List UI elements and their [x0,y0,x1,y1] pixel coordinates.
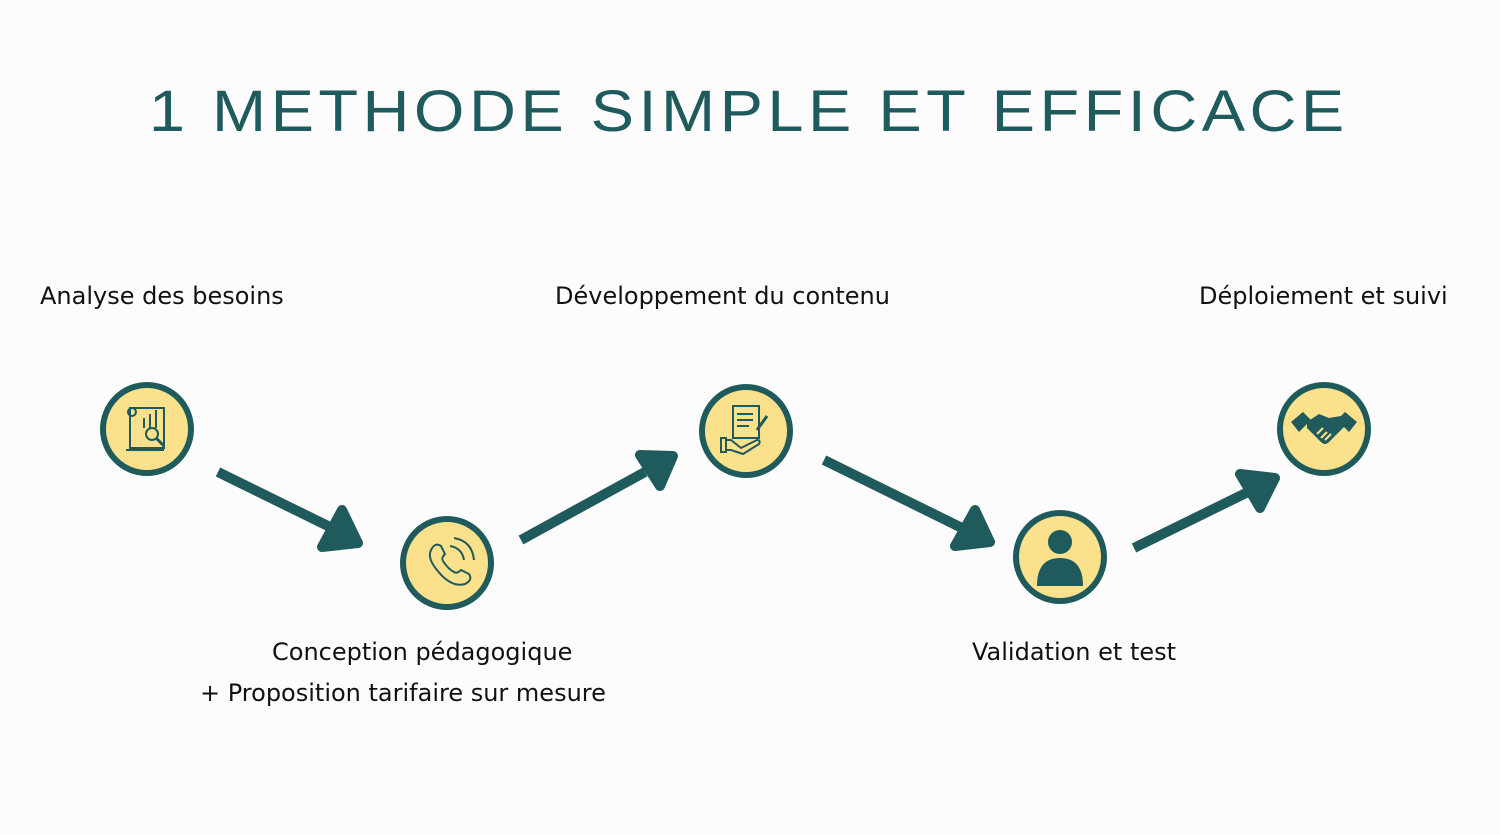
arrow-2 [518,450,678,545]
step-label-validation: Validation et test [972,638,1177,666]
step-label-analyse: Analyse des besoins [40,282,284,310]
arrow-4 [1131,469,1280,553]
phone-icon [400,516,494,610]
document-hand-icon [699,384,793,478]
user-icon [1013,510,1107,604]
page-title: 1 METHODE SIMPLE ET EFFICACE [148,79,1349,144]
step-label-deploiement: Déploiement et suivi [1199,282,1448,310]
arrow-3 [821,455,995,551]
step-label-proposition: + Proposition tarifaire sur mesure [200,679,606,707]
arrow-1 [215,467,363,552]
handshake-icon [1277,382,1371,476]
document-analysis-icon [100,382,194,476]
step-label-conception: Conception pédagogique [272,638,573,666]
step-label-developpement: Développement du contenu [555,282,890,310]
